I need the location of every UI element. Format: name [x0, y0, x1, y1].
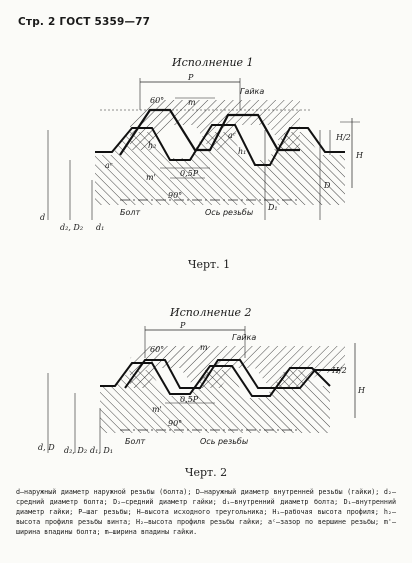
- fig2-label-mprime: m': [152, 405, 162, 414]
- fig2-title: Исполнение 2: [170, 306, 252, 319]
- fig1-label-angle60: 60°: [150, 96, 164, 105]
- fig2-label-m: m: [200, 343, 208, 352]
- fig2-label-angle90: 90°: [168, 419, 182, 428]
- fig2-thread-drawing: P Гайка 60° m H/2 H m' 0,5P d, D d₂, D₂ …: [38, 321, 366, 455]
- fig1-label-D1: D₁: [267, 203, 278, 212]
- fig2-label-axis: Ось резьбы: [200, 437, 248, 446]
- fig1-label-mprime: m': [146, 173, 156, 182]
- fig2-label-dD2: d₂, D₂: [64, 446, 87, 455]
- fig1-label-bolt: Болт: [120, 208, 140, 217]
- fig1-label-ac2: aᶜ: [228, 131, 236, 140]
- fig2-label-angle60: 60°: [150, 345, 164, 354]
- fig2-label-gaika: Гайка: [232, 333, 256, 342]
- fig1-label-d1: d₁: [96, 223, 104, 232]
- fig1-label-h1: h₁: [238, 147, 246, 156]
- fig2-caption: Черт. 2: [185, 466, 228, 479]
- fig2-label-dD: d, D: [38, 443, 55, 452]
- fig2-label-d1D1: d₁, D₁: [90, 446, 113, 455]
- fig1-label-halfP: 0,5P: [180, 169, 199, 178]
- fig2-label-P: P: [179, 321, 186, 330]
- fig2-label-bolt: Болт: [125, 437, 145, 446]
- legend-text: d—наружный диаметр наружной резьбы (болт…: [16, 488, 396, 536]
- fig1-label-angle90: 90°: [168, 191, 182, 200]
- fig2-label-H2: H/2: [331, 366, 347, 375]
- page-header: Стр. 2 ГОСТ 5359—77: [18, 16, 151, 28]
- fig1-label-P: P: [187, 73, 194, 82]
- fig1-label-m: m: [188, 98, 196, 107]
- fig1-label-h2: h₂: [148, 141, 156, 150]
- fig1-caption: Черт. 1: [188, 258, 231, 271]
- fig1-title: Исполнение 1: [172, 56, 254, 69]
- fig1-label-dD2: d₂, D₂: [60, 223, 83, 232]
- fig1-label-gaika: Гайка: [240, 87, 264, 96]
- fig1-label-H: H: [355, 151, 364, 160]
- fig1-label-H2: H/2: [335, 133, 351, 142]
- fig1-label-ac1: aᶜ: [105, 161, 113, 170]
- fig1-label-D: D: [323, 181, 331, 190]
- fig2-label-halfP: 0,5P: [180, 395, 199, 404]
- fig1-label-axis: Ось резьбы: [205, 208, 253, 217]
- fig2-label-H: H: [357, 386, 366, 395]
- fig1-label-d: d: [40, 213, 45, 222]
- fig1-thread-drawing: P Гайка 60° m h₂ aᶜ aᶜ H/2 H m' 0,5P h₁ …: [40, 73, 364, 232]
